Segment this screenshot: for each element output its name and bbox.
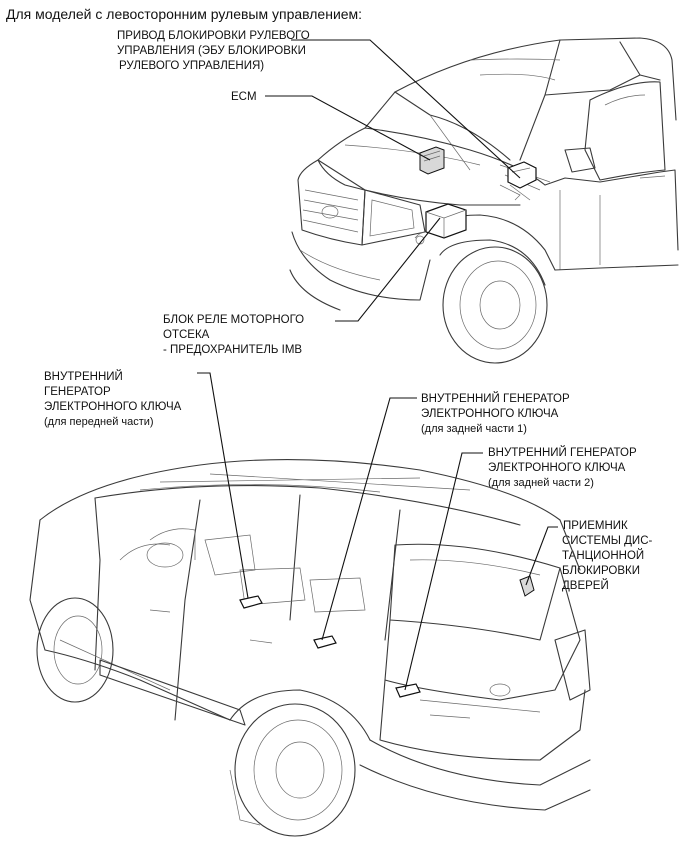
osc-rear2-line3: (для задней части 2) (488, 477, 594, 489)
osc-rear1-line3: (для задней части 1) (421, 423, 527, 435)
front-vehicle-drawing (289, 37, 679, 364)
relay-block-line2: ОТСЕКА (163, 329, 210, 341)
oscillator-rear1 (313, 635, 337, 649)
relay-block-label: БЛОК РЕЛЕ МОТОРНОГО ОТСЕКА - ПРЕДОХРАНИТ… (163, 313, 304, 358)
steering-lock-actuator (499, 161, 537, 201)
steering-lock-label: ПРИВОД БЛОКИРОВКИ РУЛЕВОГО УПРАВЛЕНИЯ (Э… (117, 29, 310, 74)
leader-lines (197, 39, 558, 691)
engine-room-relay-block (414, 203, 467, 245)
receiver-line4: БЛОКИРОВКИ (562, 565, 641, 577)
oscillator-rear2-label: ВНУТРЕННИЙ ГЕНЕРАТОР ЭЛЕКТРОННОГО КЛЮЧА … (488, 446, 637, 491)
osc-rear1-line1: ВНУТРЕННИЙ ГЕНЕРАТОР (421, 393, 570, 405)
oscillator-front (239, 595, 263, 609)
rear-vehicle-drawing (29, 459, 591, 837)
osc-rear2-line2: ЭЛЕКТРОННОГО КЛЮЧА (488, 462, 626, 474)
oscillator-front-label: ВНУТРЕННИЙ ГЕНЕРАТОР ЭЛЕКТРОННОГО КЛЮЧА … (44, 370, 181, 430)
osc-front-line4: (для передней части) (44, 416, 154, 428)
steering-lock-line2: УПРАВЛЕНИЯ (ЭБУ БЛОКИРОВКИ (117, 45, 306, 57)
oscillator-rear1-label: ВНУТРЕННИЙ ГЕНЕРАТОР ЭЛЕКТРОННОГО КЛЮЧА … (421, 392, 570, 437)
relay-block-line1: БЛОК РЕЛЕ МОТОРНОГО (163, 314, 305, 326)
ecm-label: ECM (231, 90, 257, 105)
osc-front-line1: ВНУТРЕННИЙ (44, 371, 123, 383)
door-lock-receiver (519, 575, 535, 597)
osc-rear2-line1: ВНУТРЕННИЙ ГЕНЕРАТОР (488, 447, 637, 459)
steering-lock-line3: РУЛЕВОГО УПРАВЛЕНИЯ) (119, 60, 265, 72)
osc-front-line2: ГЕНЕРАТОР (44, 386, 111, 398)
receiver-line1: ПРИЕМНИК (563, 520, 628, 532)
door-lock-receiver-label: ПРИЕМНИК СИСТЕМЫ ДИС- ТАНЦИОННОЙ БЛОКИРО… (562, 519, 652, 594)
osc-front-line3: ЭЛЕКТРОННОГО КЛЮЧА (44, 401, 182, 413)
receiver-line5: ДВЕРЕЙ (562, 580, 609, 592)
receiver-line3: ТАНЦИОННОЙ (562, 550, 645, 562)
oscillator-rear2 (395, 683, 421, 698)
page-header: Для моделей с левосторонним рулевым упра… (6, 6, 363, 22)
receiver-line2: СИСТЕМЫ ДИС- (562, 535, 653, 547)
osc-rear1-line2: ЭЛЕКТРОННОГО КЛЮЧА (421, 408, 559, 420)
relay-block-line3: - ПРЕДОХРАНИТЕЛЬ IMB (163, 344, 303, 356)
ecm-text: ECM (231, 91, 257, 103)
steering-lock-line1: ПРИВОД БЛОКИРОВКИ РУЛЕВОГО (117, 30, 310, 42)
ecm-unit (419, 146, 445, 175)
